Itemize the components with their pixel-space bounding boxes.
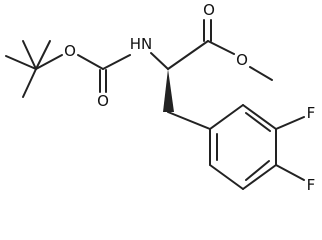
boc-carbamate-group [35, 54, 131, 93]
bond [22, 68, 37, 98]
bond [5, 55, 37, 70]
carbamate-nitrogen-label: HN [130, 35, 153, 53]
fluorine-para-label: F [307, 176, 316, 194]
aromatic-bond [242, 104, 277, 130]
aromatic-bond [209, 164, 244, 190]
bond [35, 54, 63, 70]
aromatic-inner-bond [245, 112, 271, 132]
bond [275, 116, 305, 130]
amino-acid-backbone [150, 19, 273, 112]
bond [102, 54, 131, 70]
aromatic-bond [209, 104, 244, 130]
boc-difluorophenylalanine-methyl-ester-structure: O O HN O O F F [5, 1, 316, 194]
fluorine-meta-label: F [307, 104, 316, 122]
bond [22, 40, 37, 70]
aromatic-bond [242, 164, 277, 190]
aromatic-inner-bond [245, 160, 270, 181]
bond [275, 164, 305, 181]
difluorophenyl-ring [209, 104, 305, 190]
ester-carbonyl-oxygen-label: O [203, 1, 215, 19]
carbamate-ether-oxygen-label: O [64, 42, 76, 60]
bond [207, 40, 235, 55]
bond [249, 66, 273, 81]
bond [77, 54, 104, 70]
bond [167, 111, 211, 130]
bond [167, 40, 209, 70]
carbamate-carbonyl-oxygen-label: O [97, 92, 109, 110]
ester-oxygen-label: O [236, 51, 248, 69]
stereo-wedge-bond [163, 69, 174, 112]
tert-butyl-group [5, 40, 51, 98]
bond [35, 40, 51, 70]
bond [150, 52, 169, 70]
